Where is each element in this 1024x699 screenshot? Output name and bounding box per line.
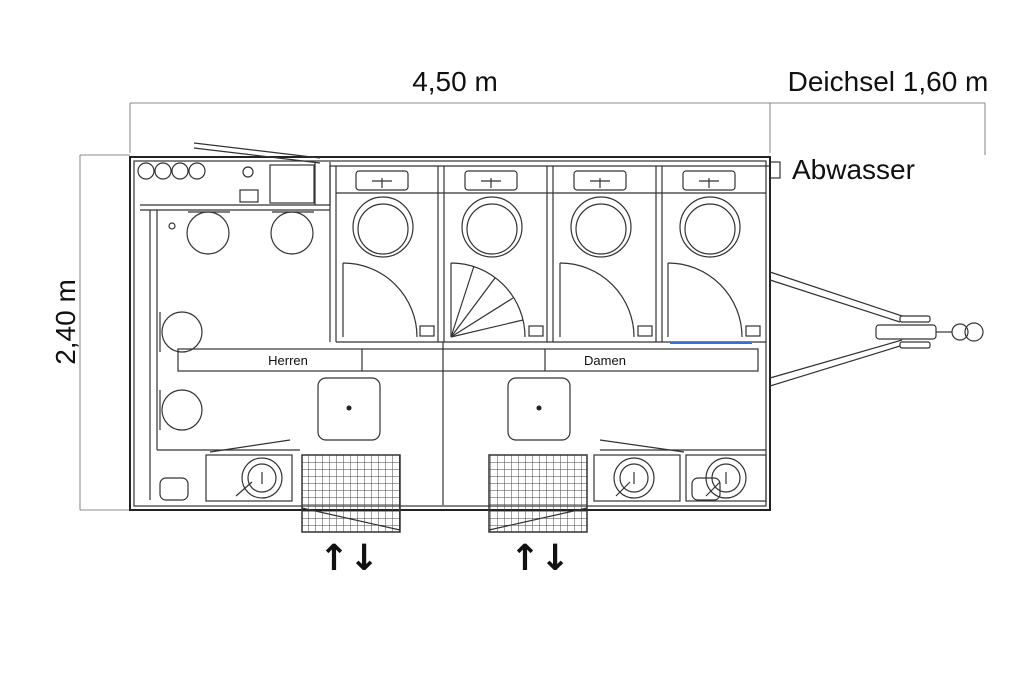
wash-basin bbox=[317, 377, 381, 441]
cabin-door bbox=[450, 262, 544, 338]
length-dimension-line bbox=[129, 102, 771, 153]
floor-drain bbox=[159, 477, 189, 501]
drawbar bbox=[769, 271, 984, 387]
trailer-outer-wall bbox=[129, 156, 771, 511]
service-hatch bbox=[193, 142, 321, 159]
entrance-arrows: ↑↓ bbox=[510, 538, 570, 579]
entrance-arrows: ↑↓ bbox=[319, 538, 379, 579]
gas-bottles bbox=[137, 162, 206, 180]
water-tank bbox=[593, 439, 685, 502]
sink bbox=[682, 170, 736, 191]
sink bbox=[573, 170, 627, 191]
toilet bbox=[461, 196, 523, 258]
cabin-door bbox=[667, 262, 761, 338]
drawbar-label: Deichsel 1,60 m bbox=[788, 66, 989, 97]
entrance-step-grate bbox=[301, 454, 401, 533]
water-tank bbox=[205, 439, 293, 502]
floor-drain bbox=[691, 477, 721, 501]
width-dimension-line bbox=[79, 154, 130, 511]
trailer-inner-wall bbox=[133, 160, 767, 507]
cabin-door bbox=[342, 262, 435, 338]
partition-wall bbox=[177, 342, 759, 505]
width-label: 2,40 m bbox=[50, 279, 81, 365]
sink bbox=[464, 170, 518, 191]
men-room-label: Herren bbox=[268, 353, 308, 368]
urinal bbox=[159, 311, 203, 353]
urinal bbox=[186, 211, 230, 255]
waste-water-label: Abwasser bbox=[792, 154, 915, 185]
length-label: 4,50 m bbox=[412, 66, 498, 97]
toilet bbox=[679, 196, 741, 258]
urinal bbox=[159, 389, 203, 431]
waste-water-outlet bbox=[769, 161, 781, 179]
cabin-door bbox=[559, 262, 653, 338]
boiler-unit bbox=[239, 164, 315, 204]
women-room-label: Damen bbox=[584, 353, 626, 368]
sink bbox=[355, 170, 409, 191]
wash-basin bbox=[507, 377, 571, 441]
toilet bbox=[570, 196, 632, 258]
urinal bbox=[270, 211, 314, 255]
entrance-step-grate bbox=[488, 454, 588, 533]
toilet bbox=[352, 196, 414, 258]
drawbar-dimension-line bbox=[770, 102, 986, 155]
